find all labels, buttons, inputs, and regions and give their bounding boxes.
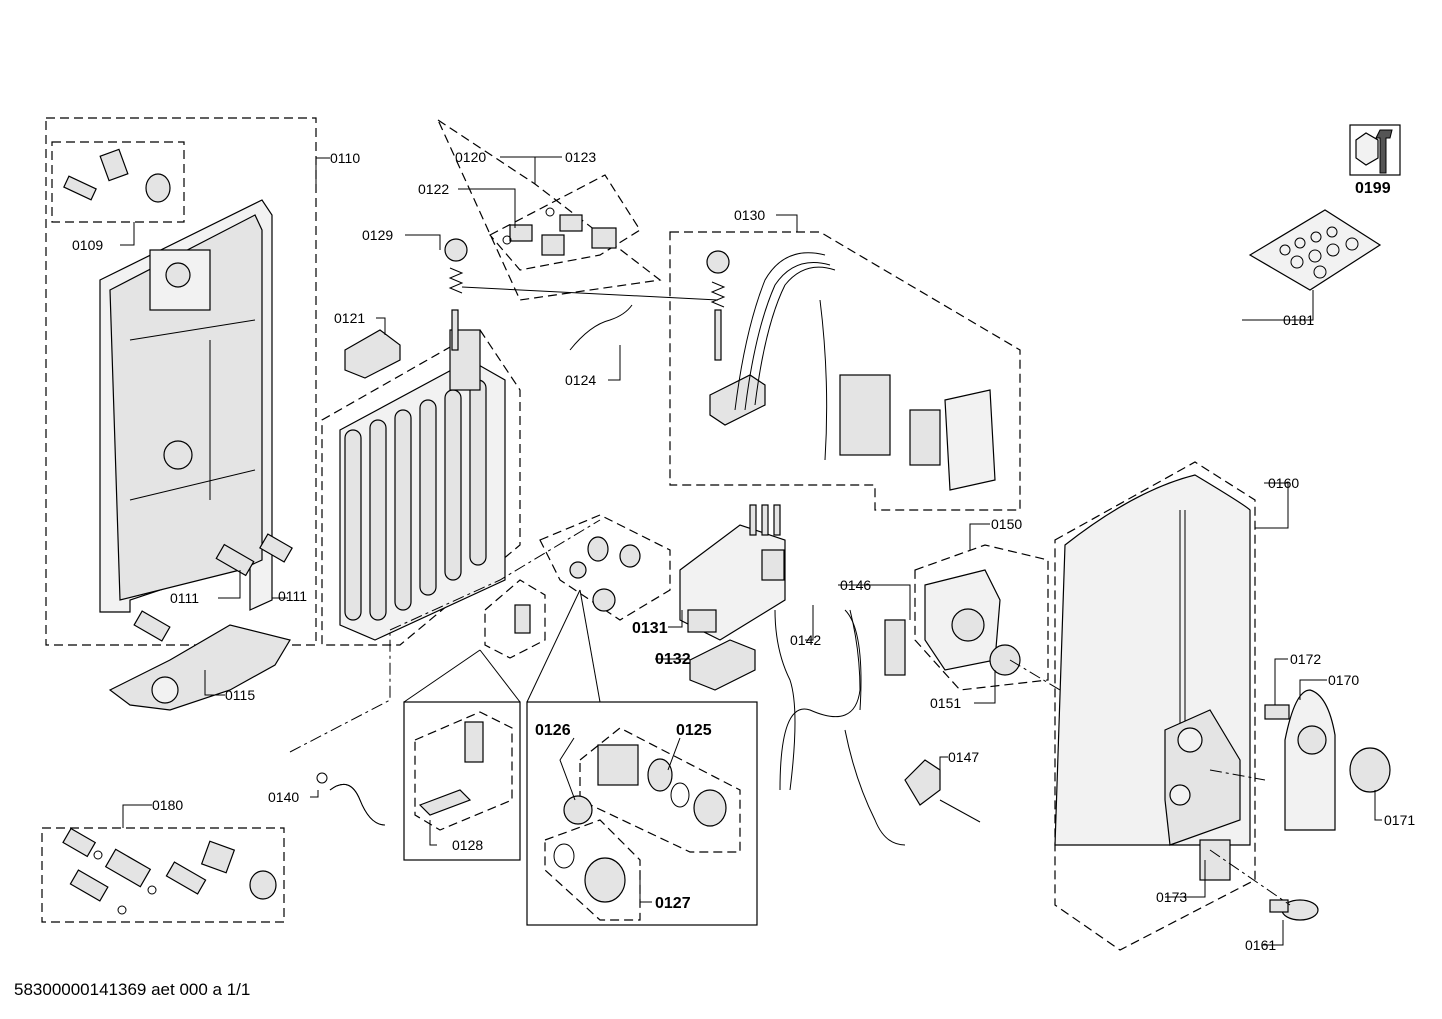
- label-0199: 0199: [1355, 180, 1391, 197]
- heating-element-block: [321, 118, 719, 646]
- label-0132: 0132: [655, 651, 691, 668]
- group-0181-seal-kit: [1248, 209, 1382, 291]
- label-0131: 0131: [632, 620, 668, 637]
- wrench-nut-icon: [1349, 124, 1401, 176]
- label-0146: 0146: [840, 577, 871, 593]
- label-0122: 0122: [418, 181, 449, 197]
- group-0110-frame: [45, 117, 317, 711]
- label-0111-b: 0111: [278, 588, 307, 604]
- label-0130: 0130: [734, 207, 765, 223]
- part-labels: 0110 0109 0111 0111 0115 0120 0123 0122 …: [72, 149, 1415, 953]
- housing-cover-0160: [1054, 461, 1319, 951]
- leader-lines: [120, 156, 1382, 946]
- group-0120-sensors: [489, 174, 641, 351]
- group-0170: [1264, 689, 1391, 831]
- label-0115: 0115: [225, 687, 255, 703]
- label-0124: 0124: [565, 372, 596, 388]
- label-0171: 0171: [1384, 812, 1415, 828]
- label-0151: 0151: [930, 695, 961, 711]
- label-0160: 0160: [1268, 475, 1299, 491]
- drawing-number: 58300000141369 aet 000 a 1/1: [14, 980, 251, 999]
- label-0120: 0120: [455, 149, 486, 165]
- label-0150: 0150: [991, 516, 1022, 532]
- hoses-and-fittings: [316, 609, 981, 846]
- label-0127: 0127: [655, 895, 691, 912]
- label-0129: 0129: [362, 227, 393, 243]
- label-0180: 0180: [152, 797, 183, 813]
- group-0150: [914, 544, 1049, 691]
- label-0161: 0161: [1245, 937, 1276, 953]
- label-0181: 0181: [1283, 312, 1314, 328]
- group-0180: [41, 827, 285, 923]
- label-0110: 0110: [330, 150, 360, 166]
- label-0109: 0109: [72, 237, 103, 253]
- label-0173: 0173: [1156, 889, 1187, 905]
- group-inlet-parts: [403, 514, 758, 926]
- label-0142: 0142: [790, 632, 821, 648]
- label-0170: 0170: [1328, 672, 1359, 688]
- label-0111-a: 0111: [170, 590, 199, 606]
- label-0125: 0125: [676, 722, 712, 739]
- label-0126: 0126: [535, 722, 571, 739]
- label-0123: 0123: [565, 149, 596, 165]
- label-0121: 0121: [334, 310, 365, 326]
- group-0130-wiring: [669, 231, 1021, 511]
- label-0147: 0147: [948, 749, 979, 765]
- label-0128: 0128: [452, 837, 483, 853]
- label-0140: 0140: [268, 789, 299, 805]
- control-board: [679, 504, 786, 691]
- label-0172: 0172: [1290, 651, 1321, 667]
